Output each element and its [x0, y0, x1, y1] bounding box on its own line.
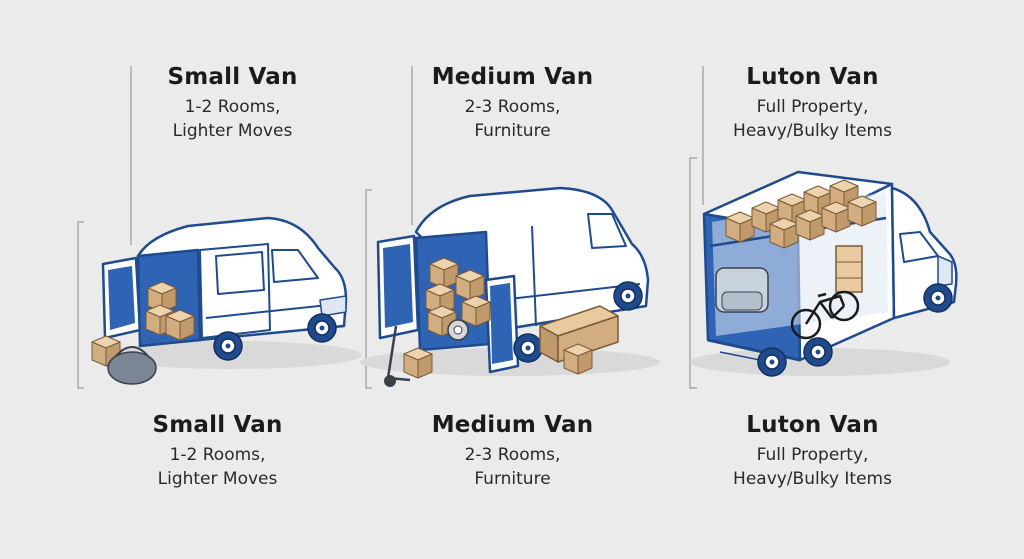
medium-van-top-title: Medium Van: [431, 64, 594, 90]
luton-van-top-line1: Full Property,: [756, 97, 869, 117]
small-van-bottom-title: Small Van: [152, 412, 283, 438]
bicycle: [790, 290, 860, 340]
small-van-top-line1: 1-2 Rooms,: [184, 97, 281, 117]
medium-van-top-line2: Furniture: [474, 121, 551, 141]
medium-van-bottom-label: Medium Van 2-3 Rooms, Furniture: [395, 411, 630, 491]
hand-truck: [384, 325, 433, 387]
small-van-top-line2: Lighter Moves: [172, 121, 293, 141]
luton-van-bottom-title: Luton Van: [746, 412, 879, 438]
bracket-lines: [77, 66, 704, 389]
luton-van-top-title: Luton Van: [746, 64, 879, 90]
small-van-top-title: Small Van: [167, 64, 298, 90]
rolled-rug: [447, 319, 469, 341]
small-van-top-label: Small Van 1-2 Rooms, Lighter Moves: [115, 63, 350, 143]
medium-van-top-label: Medium Van 2-3 Rooms, Furniture: [400, 63, 625, 143]
luton-van-bottom-line2: Heavy/Bulky Items: [733, 469, 892, 489]
medium-van-bottom-line2: Furniture: [474, 469, 551, 489]
medium-van-bottom-line1: 2-3 Rooms,: [464, 445, 561, 465]
small-van-bottom-label: Small Van 1-2 Rooms, Lighter Moves: [95, 411, 340, 491]
armchair: [715, 267, 769, 313]
duffel-bag: [107, 346, 157, 385]
medium-van-illustration: [360, 186, 660, 387]
luton-van-top-line2: Heavy/Bulky Items: [733, 121, 892, 141]
small-van-illustration: [91, 216, 362, 385]
medium-van-top-line1: 2-3 Rooms,: [464, 97, 561, 117]
luton-van-bottom-line1: Full Property,: [756, 445, 869, 465]
small-van-bottom-line1: 1-2 Rooms,: [169, 445, 266, 465]
small-van-bottom-line2: Lighter Moves: [157, 469, 278, 489]
luton-van-bottom-label: Luton Van Full Property, Heavy/Bulky Ite…: [695, 411, 930, 491]
luton-van-top-label: Luton Van Full Property, Heavy/Bulky Ite…: [695, 63, 930, 143]
medium-van-bottom-title: Medium Van: [431, 412, 594, 438]
luton-van-illustration: [690, 170, 958, 377]
